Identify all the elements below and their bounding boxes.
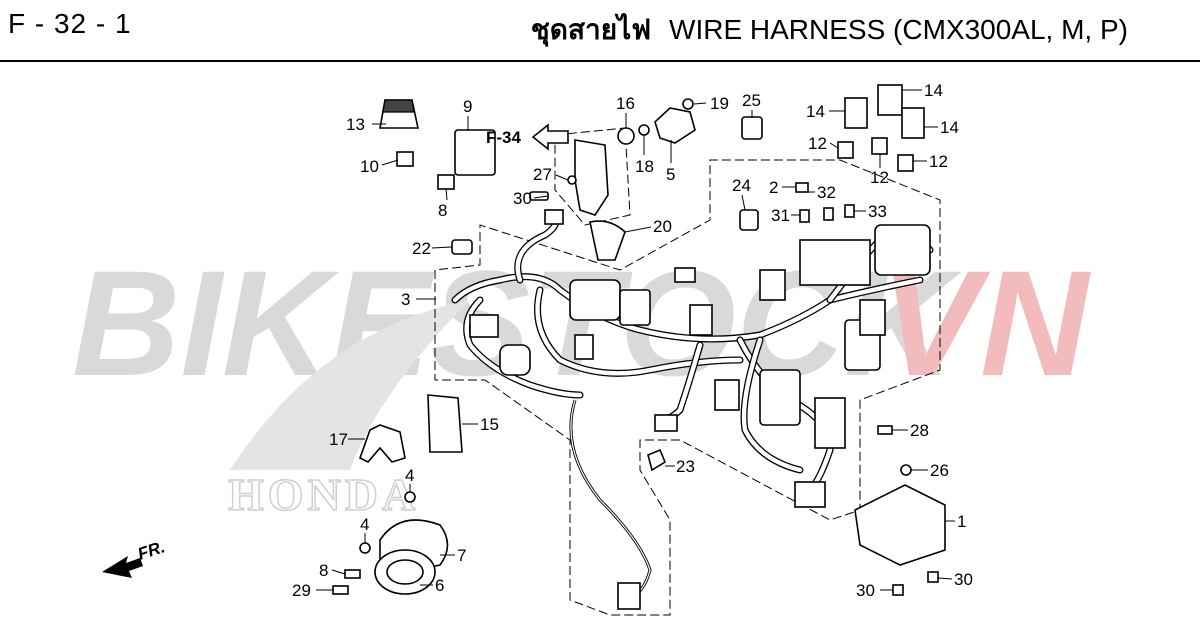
callout-4-a: 4 xyxy=(405,466,414,485)
callout-28: 29 xyxy=(292,581,311,600)
clip-22 xyxy=(647,448,667,472)
horn-6-inner xyxy=(386,559,424,585)
collar-4-b xyxy=(359,542,371,554)
callout-15: 15 xyxy=(480,415,499,434)
clamp-21 xyxy=(451,239,473,255)
page-code: F - 32 - 1 xyxy=(8,8,132,39)
callout-11: 10 xyxy=(360,157,379,176)
grommet-16 xyxy=(617,127,635,145)
callout-30-a: 30 xyxy=(856,581,875,600)
part-23 xyxy=(739,209,759,231)
callout-labels: 13 10 9 8 22 3 16 18 5 19 27 30 20 25 24… xyxy=(292,81,973,600)
bracket-boundary xyxy=(554,127,631,226)
washer-26 xyxy=(567,175,577,185)
fuse-33 xyxy=(844,204,855,218)
callout-12-a: 12 xyxy=(808,134,827,153)
nut-25 xyxy=(900,464,912,476)
callout-17: 17 xyxy=(329,430,348,449)
callout-26: 27 xyxy=(533,165,552,184)
fuse-31 xyxy=(799,209,810,223)
callout-8: 8 xyxy=(319,561,328,580)
sensor-5 xyxy=(654,107,696,144)
diagram-title: ชุดสายไฟ WIRE HARNESS (CMX300AL, M, P) xyxy=(531,8,1128,52)
honda-logo-text: HONDA xyxy=(228,469,419,520)
front-arrow-icon xyxy=(102,556,143,578)
relay-12-b xyxy=(871,137,888,155)
unit-9 xyxy=(454,129,496,176)
callout-29: 30 xyxy=(513,189,532,208)
components xyxy=(332,84,946,596)
callout-21: 22 xyxy=(412,239,431,258)
nut-19 xyxy=(682,98,694,110)
unit-15 xyxy=(427,394,463,453)
honda-wing-logo xyxy=(230,300,470,470)
front-marker-label: FR. xyxy=(135,537,167,564)
callout-14-c: 14 xyxy=(940,118,959,137)
bolt-30-a xyxy=(892,584,904,596)
ref-arrow-left xyxy=(531,123,569,151)
relay-12-a xyxy=(837,141,854,159)
callout-7: 7 xyxy=(457,546,466,565)
fuse-2 xyxy=(795,182,809,193)
callout-33: 33 xyxy=(868,202,887,221)
ref-f34-label: F-34 xyxy=(486,128,522,147)
bolt-28 xyxy=(332,585,349,595)
title-thai: ชุดสายไฟ xyxy=(530,13,652,46)
callout-12-c: 12 xyxy=(929,152,948,171)
bolt-30-b xyxy=(927,571,939,583)
callout-16: 16 xyxy=(616,94,635,113)
callout-19: 19 xyxy=(710,94,729,113)
part-24 xyxy=(741,116,763,140)
title-english: WIRE HARNESS (CMX300AL, M, P) xyxy=(669,14,1128,45)
cover-20 xyxy=(589,220,626,261)
callout-5: 5 xyxy=(666,165,675,184)
callout-14-b: 14 xyxy=(924,81,943,100)
relay-12-c xyxy=(897,154,914,172)
callout-14-a: 14 xyxy=(806,102,825,121)
callout-27: 28 xyxy=(910,421,929,440)
callout-1: 1 xyxy=(957,512,966,531)
assembly-boundaries xyxy=(434,127,941,616)
callout-24: 25 xyxy=(742,91,761,110)
connector-14-b xyxy=(877,84,903,116)
harness-boundary xyxy=(434,159,941,616)
callout-12-b: 12 xyxy=(870,168,889,187)
ecu-1 xyxy=(854,484,946,566)
main-wire-harness xyxy=(451,209,934,610)
bracket xyxy=(574,139,609,216)
bolt-8 xyxy=(344,569,361,579)
collar-18 xyxy=(638,124,650,136)
callout-23: 24 xyxy=(732,176,751,195)
callout-30-b: 30 xyxy=(954,570,973,589)
relay-11 xyxy=(396,151,414,167)
callout-18: 18 xyxy=(635,157,654,176)
callout-6: 6 xyxy=(435,576,444,595)
fuse-32 xyxy=(823,207,834,221)
callout-3: 3 xyxy=(401,290,410,309)
connector-14-c xyxy=(901,107,925,139)
bolt-27 xyxy=(877,425,893,435)
callout-13: 13 xyxy=(346,115,365,134)
wire-harness-diagram: BIKESTOCK VN HONDA xyxy=(72,81,1091,616)
leader-lines xyxy=(316,89,955,591)
page-header: F - 32 - 1 ชุดสายไฟ WIRE HARNESS (CMX300A… xyxy=(0,0,1200,62)
callout-31: 31 xyxy=(771,206,790,225)
header-rule xyxy=(0,60,1200,62)
part-10 xyxy=(437,174,455,190)
callout-9: 9 xyxy=(463,97,472,116)
callout-32: 32 xyxy=(817,183,836,202)
connector-14-a xyxy=(844,97,868,129)
reference-marks: F-34 FR. xyxy=(102,123,569,578)
callout-25: 26 xyxy=(930,461,949,480)
callout-10: 8 xyxy=(438,201,447,220)
callout-20: 20 xyxy=(653,217,672,236)
collar-4-a xyxy=(404,491,416,503)
relay-cover-top xyxy=(382,99,415,113)
callout-4-b: 4 xyxy=(360,515,369,534)
stay-17 xyxy=(359,424,406,463)
callout-22: 23 xyxy=(676,457,695,476)
callout-2: 2 xyxy=(769,178,778,197)
